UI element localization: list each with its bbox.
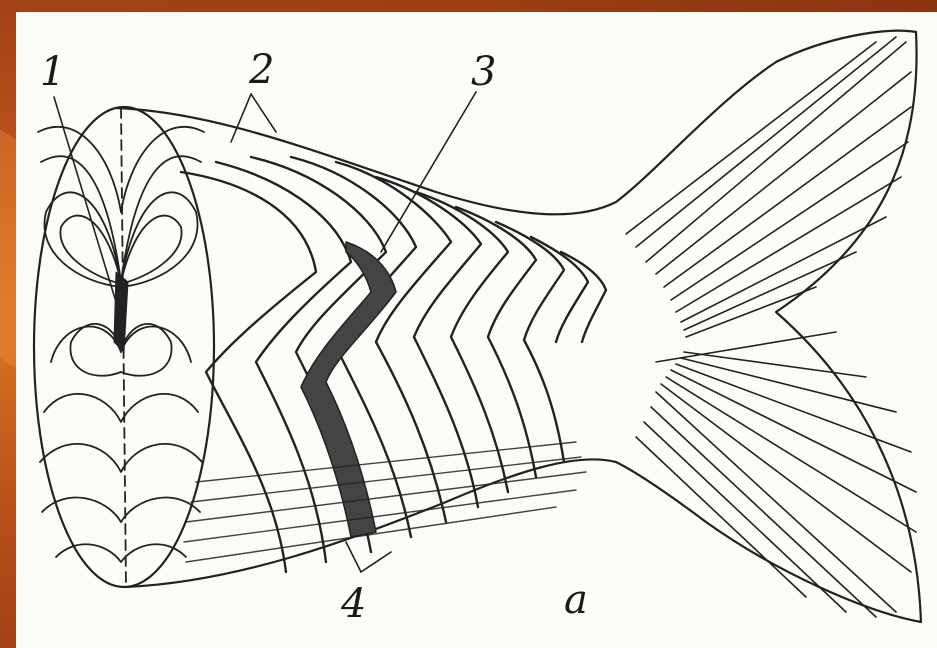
diagram-sheet: 1 2 3 4 a bbox=[16, 12, 937, 648]
label-3: 3 bbox=[471, 52, 496, 92]
label-1: 1 bbox=[40, 52, 65, 92]
body-outline bbox=[116, 31, 921, 622]
tail-fin bbox=[626, 37, 916, 617]
label-a: a bbox=[564, 580, 588, 620]
label-2: 2 bbox=[249, 50, 274, 90]
label-4: 4 bbox=[341, 584, 366, 624]
fish-tail-diagram bbox=[16, 12, 937, 648]
